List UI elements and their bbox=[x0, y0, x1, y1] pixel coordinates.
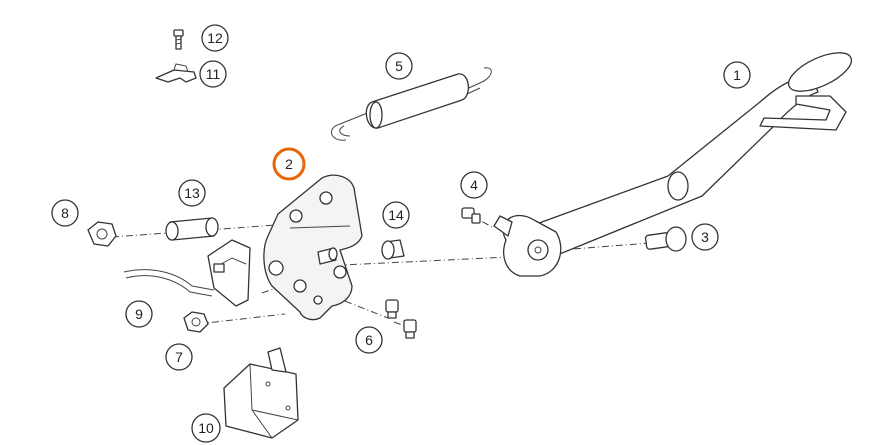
svg-text:1: 1 bbox=[733, 67, 741, 83]
svg-text:9: 9 bbox=[135, 306, 143, 322]
callout-7[interactable]: 7 bbox=[165, 343, 193, 371]
svg-text:2: 2 bbox=[285, 156, 293, 172]
part-pivot-bolt-3 bbox=[644, 226, 687, 252]
svg-text:10: 10 bbox=[198, 420, 214, 436]
callout-12[interactable]: 12 bbox=[201, 24, 229, 52]
part-switch-9 bbox=[123, 239, 251, 307]
callouts: 1 2 3 4 5 6 7 8 bbox=[51, 24, 751, 443]
part-bracket-plate-2 bbox=[263, 174, 363, 321]
part-nut-8 bbox=[87, 221, 117, 247]
part-bushing-14 bbox=[381, 239, 405, 260]
callout-5[interactable]: 5 bbox=[385, 52, 413, 80]
callout-4[interactable]: 4 bbox=[460, 171, 488, 199]
part-guard-10 bbox=[223, 347, 299, 439]
callout-1[interactable]: 1 bbox=[723, 61, 751, 89]
part-screws-6 bbox=[385, 299, 417, 339]
svg-text:13: 13 bbox=[184, 185, 200, 201]
callout-2[interactable]: 2 bbox=[272, 147, 306, 181]
svg-text:6: 6 bbox=[365, 332, 373, 348]
callout-14[interactable]: 14 bbox=[382, 201, 410, 229]
callout-10[interactable]: 10 bbox=[191, 413, 221, 443]
svg-text:5: 5 bbox=[395, 58, 403, 74]
part-grease-nipple-4 bbox=[461, 207, 481, 224]
part-stud bbox=[317, 247, 338, 265]
callout-11[interactable]: 11 bbox=[199, 60, 227, 88]
callout-13[interactable]: 13 bbox=[178, 179, 206, 207]
svg-text:7: 7 bbox=[175, 349, 183, 365]
part-sleeve-13 bbox=[165, 217, 219, 241]
part-clip-11 bbox=[155, 63, 197, 83]
svg-text:14: 14 bbox=[388, 207, 404, 223]
callout-3[interactable]: 3 bbox=[691, 223, 719, 251]
svg-text:11: 11 bbox=[206, 66, 221, 82]
callout-9[interactable]: 9 bbox=[125, 300, 153, 328]
svg-text:8: 8 bbox=[61, 205, 69, 221]
part-side-stand-1 bbox=[493, 52, 853, 277]
part-flange-nut-7 bbox=[183, 311, 209, 333]
svg-text:3: 3 bbox=[701, 229, 709, 245]
callout-6[interactable]: 6 bbox=[355, 326, 383, 354]
svg-text:12: 12 bbox=[207, 30, 223, 46]
svg-text:4: 4 bbox=[470, 177, 478, 193]
callout-8[interactable]: 8 bbox=[51, 199, 79, 227]
part-bolt-12 bbox=[173, 29, 184, 50]
part-spring-5 bbox=[331, 67, 492, 141]
